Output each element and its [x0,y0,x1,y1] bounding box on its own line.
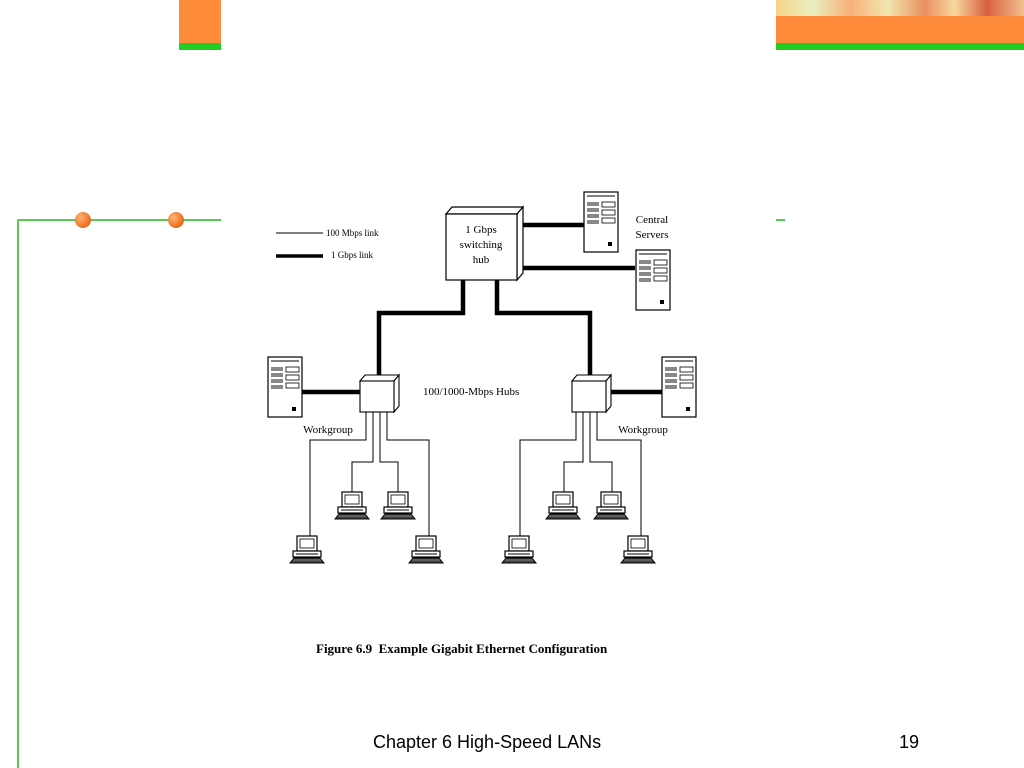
frame-line-horizontal [17,219,221,221]
top-left-green-stripe [179,43,221,50]
central-server-icon [583,191,619,253]
hubs-label: 100/1000-Mbps Hubs [423,386,519,398]
orange-bullet-dot [75,212,91,228]
top-right-orange-bar [776,16,1024,43]
frame-line-right-tick [776,219,785,221]
workstation-icon [620,535,656,564]
top-right-green-stripe [776,43,1024,50]
switching-hub-label-line3: hub [473,254,490,266]
switching-hub-label-line2: switching [460,239,503,251]
page-number: 19 [899,732,920,752]
mbps-links [309,412,642,538]
top-left-orange-bar [179,0,221,43]
hub-right [570,373,613,414]
footer-title: Chapter 6 High-Speed LANs [373,732,602,752]
hub-left [358,373,401,414]
central-server-icon [635,249,671,311]
gbps-links [302,222,663,395]
top-right-floral-banner [776,0,1024,16]
workgroup-server-icon [661,356,697,418]
orange-bullet-dot [168,212,184,228]
workstation-icon [545,491,581,520]
workgroup-server-icon [267,356,303,418]
switching-hub [444,205,525,282]
workstation-icon [593,491,629,520]
figure-caption: Figure 6.9 Example Gigabit Ethernet Conf… [316,641,608,656]
legend-thin-label: 100 Mbps link [326,228,379,238]
workstation-icon [289,535,325,564]
workstation-icon [408,535,444,564]
workgroup-label-left: Workgroup [303,424,353,436]
workstation-icon [334,491,370,520]
workstation-icon [380,491,416,520]
workgroup-label-right: Workgroup [618,424,668,436]
legend-thick-label: 1 Gbps link [331,250,374,260]
workstation-icon [501,535,537,564]
frame-line-vertical [17,219,19,768]
central-servers-label-line1: Central [636,214,668,226]
switching-hub-label-line1: 1 Gbps [465,224,496,236]
central-servers-label-line2: Servers [636,229,669,241]
